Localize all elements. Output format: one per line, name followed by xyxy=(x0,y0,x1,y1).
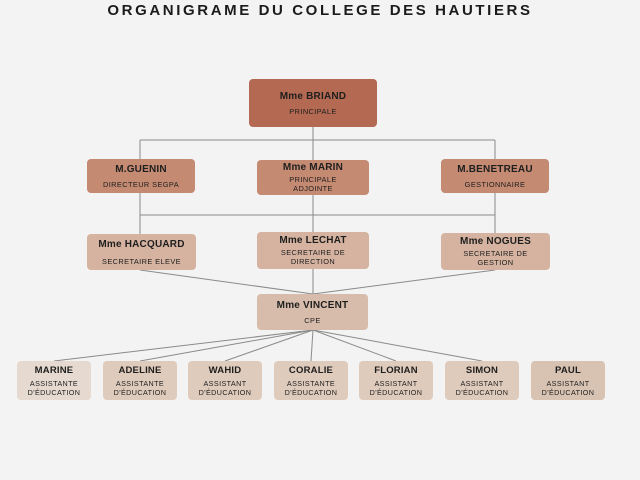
node-role: ASSISTANT D'ÉDUCATION xyxy=(541,378,595,397)
node-assistant-marine: MARINE ASSISTANTE D'ÉDUCATION xyxy=(17,361,91,400)
node-name: MARINE xyxy=(34,364,74,376)
node-assistant-coralie: CORALIE ASSISTANTE D'ÉDUCATION xyxy=(274,361,348,400)
node-name: PAUL xyxy=(555,364,581,376)
node-role: SECRETAIRE ELEVE xyxy=(102,256,181,266)
node-name: Mme LECHAT xyxy=(279,235,347,246)
connector xyxy=(312,329,483,362)
node-role: GESTIONNAIRE xyxy=(464,179,526,189)
chart-title: ORGANIGRAME DU COLLEGE DES HAUTIERS xyxy=(107,2,533,19)
node-name: M.GUENIN xyxy=(115,163,167,175)
node-role: SECRETAIRE DE DIRECTION xyxy=(280,248,346,266)
node-name: Mme MARIN xyxy=(282,162,344,173)
node-name: Mme BRIAND xyxy=(279,90,347,102)
node-name: SIMON xyxy=(465,364,499,376)
connector xyxy=(312,269,496,295)
node-assistant-adeline: ADELINE ASSISTANTE D'ÉDUCATION xyxy=(103,361,177,400)
node-role: ASSISTANT D'ÉDUCATION xyxy=(369,378,423,397)
node-name: Mme HACQUARD xyxy=(98,238,185,250)
node-name: Mme VINCENT xyxy=(276,299,349,311)
node-role: ASSISTANT D'ÉDUCATION xyxy=(455,378,509,397)
node-name: WAHID xyxy=(208,364,242,376)
node-directeur-segpa: M.GUENIN DIRECTEUR SEGPA xyxy=(87,159,195,193)
node-name: M.BENETREAU xyxy=(457,163,533,175)
node-role: SECRETAIRE DE GESTION xyxy=(463,249,528,267)
node-name: FLORIAN xyxy=(374,364,418,376)
node-cpe: Mme VINCENT CPE xyxy=(257,294,368,330)
connector xyxy=(224,329,314,362)
node-role: ASSISTANTE D'ÉDUCATION xyxy=(113,378,167,397)
connector xyxy=(312,329,397,362)
node-secretaire-gestion: Mme NOGUES SECRETAIRE DE GESTION xyxy=(441,233,550,270)
node-role: ASSISTANTE D'ÉDUCATION xyxy=(27,378,81,397)
node-assistant-wahid: WAHID ASSISTANT D'ÉDUCATION xyxy=(188,361,262,400)
node-role: PRINCIPALE ADJOINTE xyxy=(289,175,337,193)
node-gestionnaire: M.BENETREAU GESTIONNAIRE xyxy=(441,159,549,193)
node-assistant-simon: SIMON ASSISTANT D'ÉDUCATION xyxy=(445,361,519,400)
node-role: CPE xyxy=(304,315,321,325)
node-principale-adjointe: Mme MARIN PRINCIPALE ADJOINTE xyxy=(257,160,369,195)
connector xyxy=(53,329,314,362)
node-name: ADELINE xyxy=(118,364,162,376)
node-principal: Mme BRIAND PRINCIPALE xyxy=(249,79,377,127)
node-name: CORALIE xyxy=(288,364,334,376)
node-assistant-paul: PAUL ASSISTANT D'ÉDUCATION xyxy=(531,361,605,400)
node-role: PRINCIPALE xyxy=(289,106,337,116)
node-role: ASSISTANTE D'ÉDUCATION xyxy=(284,378,338,397)
node-secretaire-direction: Mme LECHAT SECRETAIRE DE DIRECTION xyxy=(257,232,369,269)
node-role: DIRECTEUR SEGPA xyxy=(102,179,180,189)
node-name: Mme NOGUES xyxy=(460,236,531,247)
connector xyxy=(139,329,314,362)
node-secretaire-eleve: Mme HACQUARD SECRETAIRE ELEVE xyxy=(87,234,196,270)
connector xyxy=(310,329,314,362)
node-assistant-florian: FLORIAN ASSISTANT D'ÉDUCATION xyxy=(359,361,433,400)
connector xyxy=(139,269,314,295)
node-role: ASSISTANT D'ÉDUCATION xyxy=(198,378,252,397)
